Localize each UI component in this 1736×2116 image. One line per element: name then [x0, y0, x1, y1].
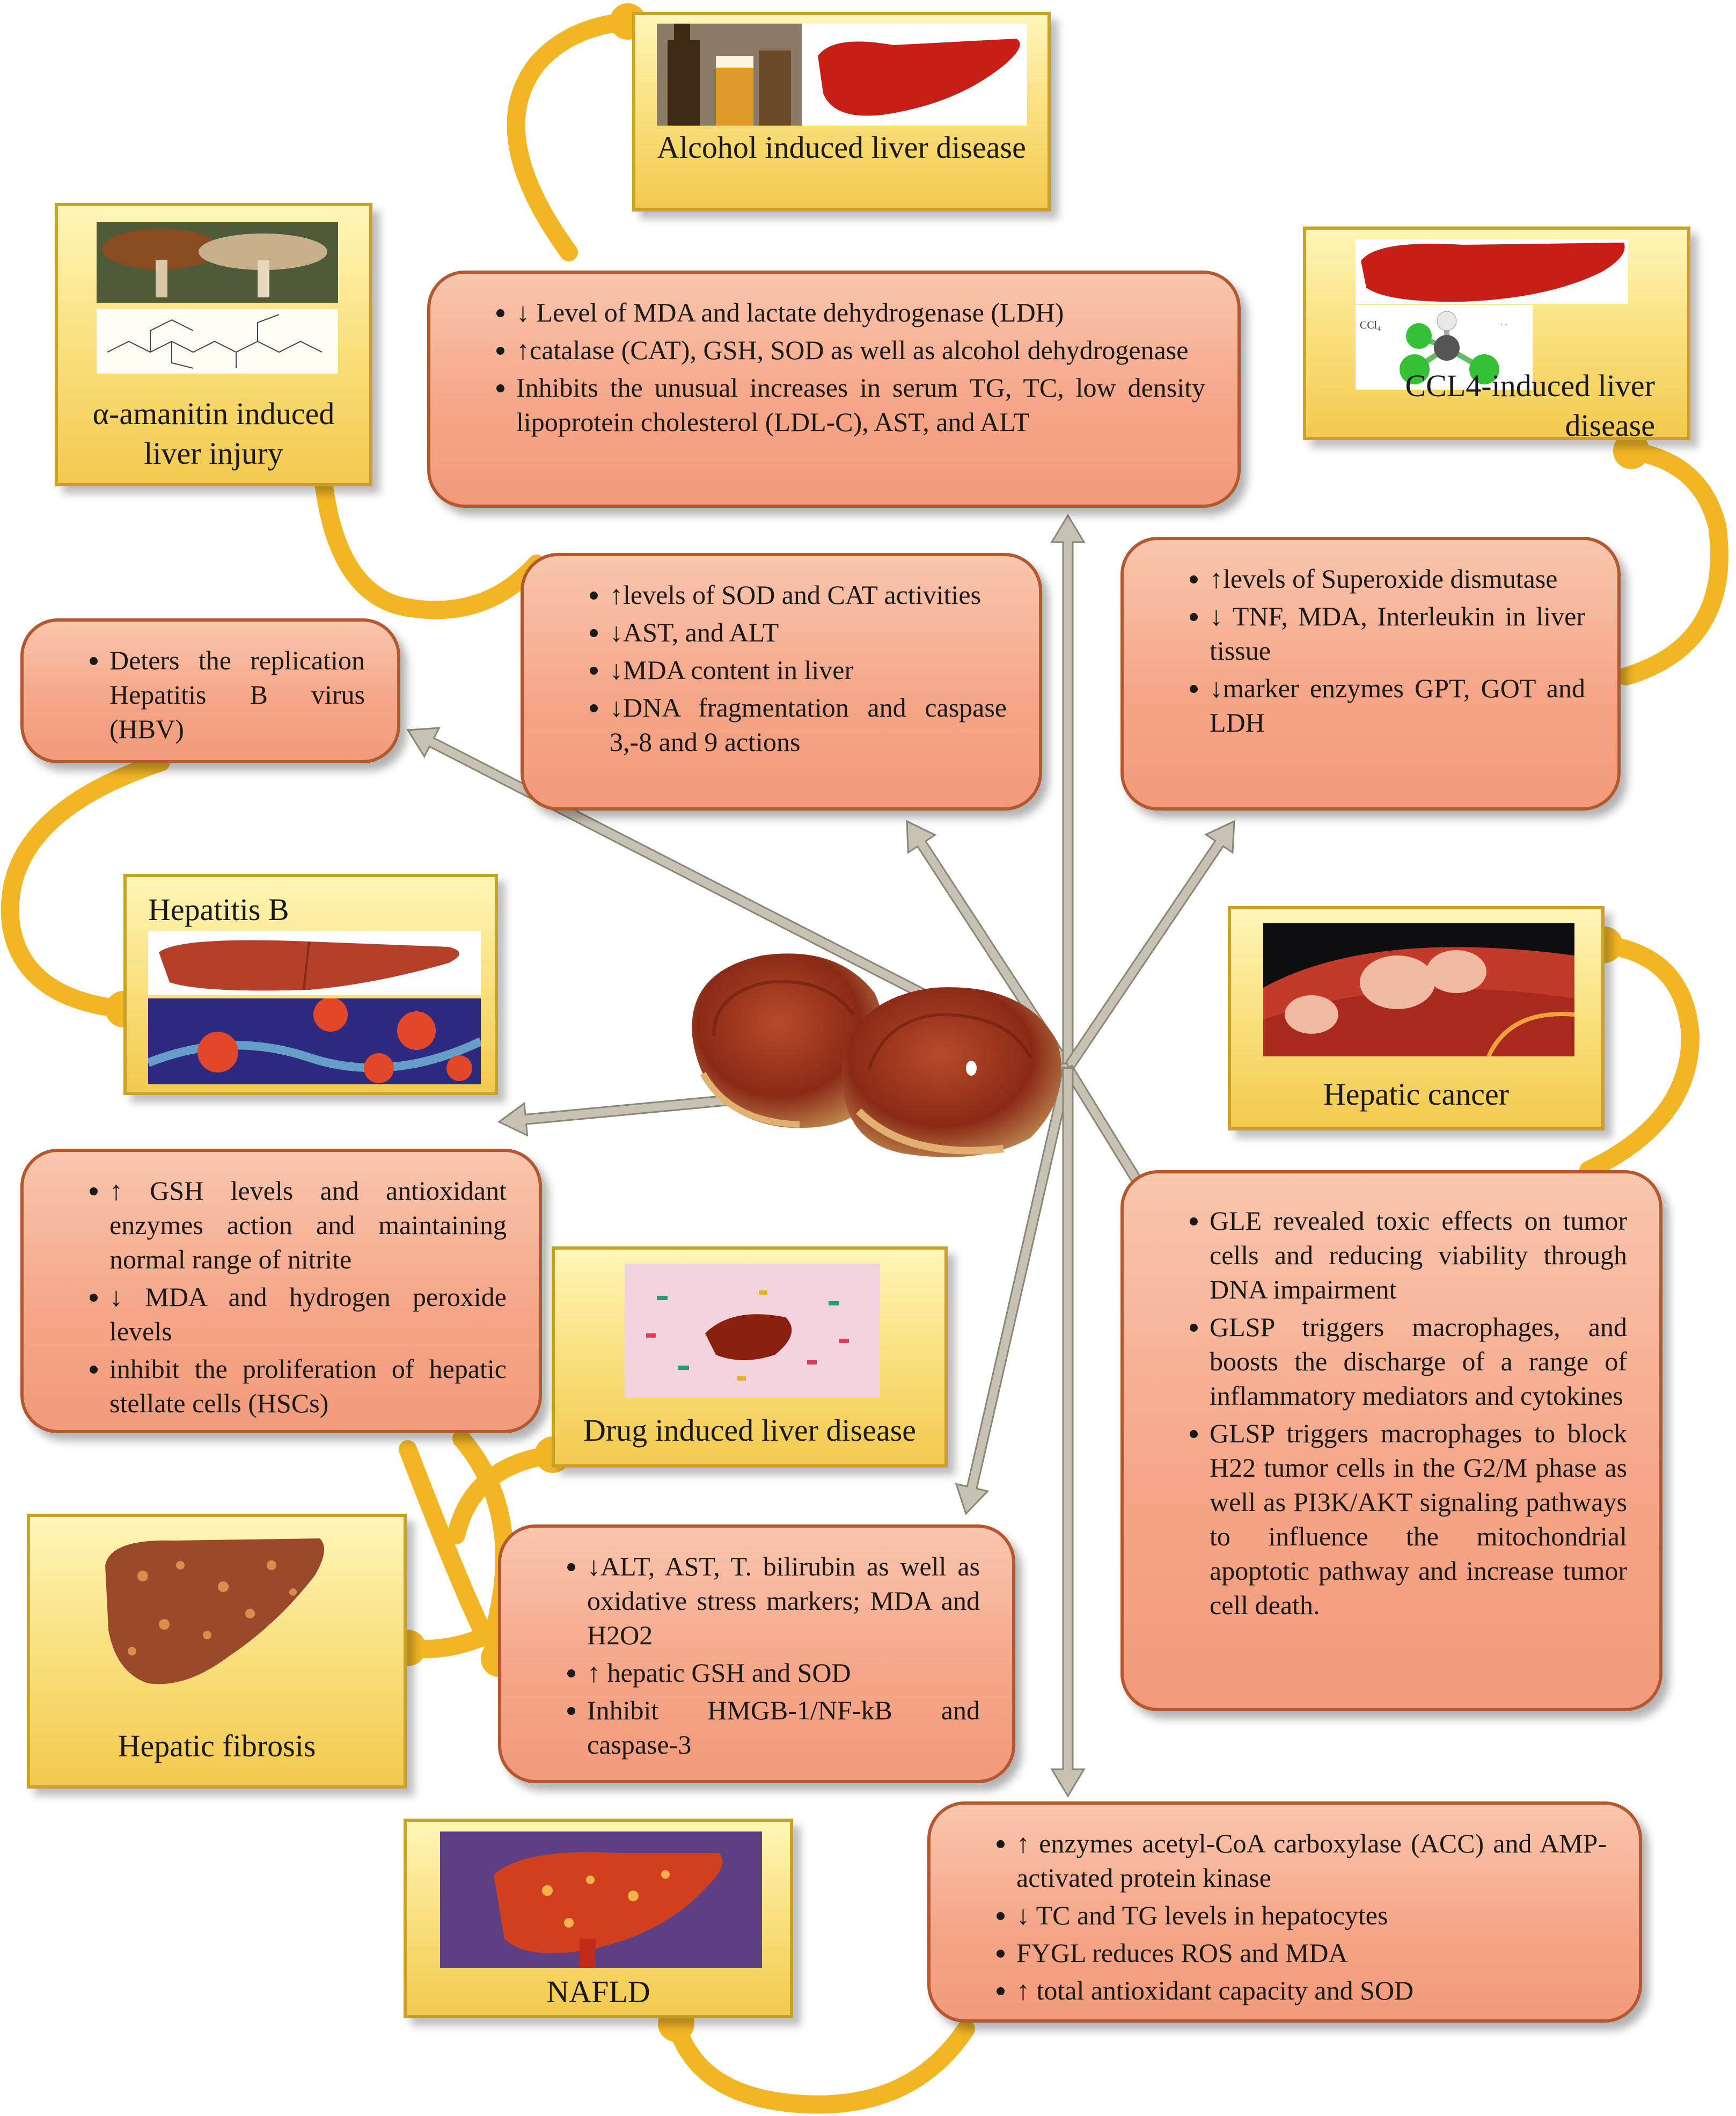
hepatitis-b-label: Hepatitis B: [148, 892, 289, 927]
ccl4-effects-box: ↑levels of Superoxide dismutase ↓ TNF, M…: [1120, 537, 1621, 811]
arrow-to-drug-effects: [955, 1066, 1074, 1515]
fibrosis-effects-list: ↑ GSH levels and antioxidant enzymes act…: [56, 1173, 507, 1420]
curved-arrow-hepatitis-b: [1, 753, 170, 1018]
curved-arrow-nafld: [667, 2015, 975, 2114]
list-item: ↓ MDA and hydrogen peroxide levels: [109, 1280, 507, 1348]
nafld-effects-list: ↑ enzymes acetyl-CoA carboxylase (ACC) a…: [963, 1826, 1607, 2008]
hepatitis-b-effects-list: Deters the replication Hepatitis B virus…: [56, 643, 365, 746]
hepatic-cancer-disease-box: Hepatic cancer: [1228, 906, 1605, 1130]
list-item: ↓ TNF, MDA, Interleukin in liver tissue: [1210, 599, 1585, 668]
list-item: Deters the replication Hepatitis B virus…: [109, 643, 365, 746]
fibrosis-disease-label: Hepatic fibrosis: [118, 1728, 316, 1763]
curved-arrow-ccl4: [1617, 442, 1728, 685]
list-item: FYGL reduces ROS and MDA: [1016, 1936, 1607, 1970]
list-item: ↑levels of SOD and CAT activities: [610, 578, 1007, 612]
list-item: inhibit the proliferation of hepatic ste…: [109, 1352, 507, 1420]
arrow-to-nafld-effects: [1050, 1067, 1086, 1798]
svg-text:· ·: · ·: [1500, 319, 1507, 328]
cancer-effects-list: GLE revealed toxic effects on tumor cell…: [1156, 1203, 1627, 1622]
hepatitis-liver-image: [148, 931, 481, 995]
hepatitis-b-disease-box: Hepatitis B: [123, 874, 498, 1095]
list-item: GLSP triggers macrophages to block H22 t…: [1210, 1416, 1627, 1622]
nafld-disease-label: NAFLD: [546, 1974, 650, 2009]
amanitin-structure: [97, 309, 338, 374]
cancer-effects-box: GLE revealed toxic effects on tumor cell…: [1120, 1170, 1662, 1711]
list-item: ↑ total antioxidant capacity and SOD: [1016, 1973, 1607, 2008]
list-item: ↓ TC and TG levels in hepatocytes: [1016, 1898, 1607, 1932]
alcohol-disease-box: Alcohol induced liver disease: [632, 12, 1051, 211]
amanitin-effects-box: ↑levels of SOD and CAT activities ↓AST, …: [521, 553, 1042, 811]
drug-image: [625, 1264, 880, 1398]
list-item: ↑ hepatic GSH and SOD: [587, 1655, 980, 1690]
amanitin-effects-list: ↑levels of SOD and CAT activities ↓AST, …: [556, 578, 1007, 759]
alcohol-disease-label: Alcohol induced liver disease: [657, 130, 1026, 165]
ganoderma-mushroom-image: [682, 934, 1079, 1170]
fibrosis-disease-box: Hepatic fibrosis: [27, 1514, 407, 1789]
tumor-icon: [1263, 923, 1574, 1056]
fibrosis-effects-box: ↑ GSH levels and antioxidant enzymes act…: [20, 1149, 542, 1433]
hepatitis-b-effects-box: Deters the replication Hepatitis B virus…: [20, 618, 400, 763]
alcohol-image: [657, 24, 1027, 126]
arrow-to-alcohol-effects: [1050, 514, 1086, 1069]
nafld-disease-box: NAFLD: [404, 1819, 793, 2018]
chemical-structure-icon: [107, 314, 323, 369]
liver-icon: [1361, 243, 1625, 302]
curved-arrow-cancer: [1579, 936, 1700, 1179]
list-item: ↓ Level of MDA and lactate dehydrogenase…: [516, 295, 1205, 330]
reishi-mushroom-icon: [692, 953, 1062, 1157]
ccl4-disease-label: CCL4-induced liver disease: [1405, 368, 1655, 443]
pills-and-liver-icon: [625, 1264, 880, 1398]
ccl4-molecule-icon: CCl₄ · ·: [1360, 311, 1507, 384]
liver-icon: [159, 940, 459, 991]
alcohol-effects-list: ↓ Level of MDA and lactate dehydrogenase…: [463, 295, 1205, 439]
curved-arrow-ccl4-head: [1613, 433, 1650, 469]
arrow-to-ccl4-effects: [1063, 820, 1235, 1072]
list-item: GLE revealed toxic effects on tumor cell…: [1210, 1203, 1627, 1307]
drug-disease-box: Drug induced liver disease: [552, 1246, 948, 1468]
amanitin-disease-label: α-amanitin induced liver injury: [92, 396, 335, 471]
virus-icon: [148, 998, 481, 1084]
ccl4-disease-box: CCl₄ · · CCL4-induced liver disease: [1303, 227, 1690, 443]
ccl4-effects-list: ↑levels of Superoxide dismutase ↓ TNF, M…: [1156, 561, 1585, 740]
list-item: ↑ enzymes acetyl-CoA carboxylase (ACC) a…: [1016, 1826, 1607, 1895]
fatty-liver-icon: [440, 1832, 762, 1968]
nafld-effects-box: ↑ enzymes acetyl-CoA carboxylase (ACC) a…: [927, 1801, 1642, 2023]
alcohol-effects-box: ↓ Level of MDA and lactate dehydrogenase…: [427, 271, 1241, 508]
list-item: Inhibit HMGB-1/NF-kB and caspase-3: [587, 1693, 980, 1762]
beer-and-liver-icon: [657, 24, 1020, 126]
list-item: Inhibits the unusual increases in serum …: [516, 370, 1205, 439]
drug-effects-list: ↓ALT, AST, T. bilirubin as well as oxida…: [533, 1549, 980, 1762]
list-item: ↓marker enzymes GPT, GOT and LDH: [1210, 671, 1585, 740]
cancer-image: [1263, 923, 1574, 1056]
hepatitis-virus-image: [148, 998, 481, 1084]
fibrosis-image: [100, 1533, 331, 1694]
drug-effects-box: ↓ALT, AST, T. bilirubin as well as oxida…: [498, 1524, 1015, 1783]
fibrotic-liver-icon: [105, 1538, 324, 1684]
ccl4-liver-image: [1356, 239, 1628, 304]
list-item: ↓MDA content in liver: [610, 653, 1007, 687]
list-item: ↓ALT, AST, T. bilirubin as well as oxida…: [587, 1549, 980, 1652]
list-item: ↓AST, and ALT: [610, 615, 1007, 650]
list-item: GLSP triggers macrophages, and boosts th…: [1210, 1310, 1627, 1413]
hepatic-cancer-label: Hepatic cancer: [1323, 1077, 1510, 1112]
curved-arrow-alcohol: [507, 12, 637, 261]
nafld-image: [440, 1832, 762, 1968]
list-item: ↑catalase (CAT), GSH, SOD as well as alc…: [516, 333, 1205, 367]
list-item: ↓DNA fragmentation and caspase 3,-8 and …: [610, 690, 1007, 759]
drug-disease-label: Drug induced liver disease: [583, 1413, 917, 1448]
ccl4-formula: CCl₄: [1360, 319, 1381, 331]
death-cap-mushroom-icon: [97, 222, 338, 303]
list-item: ↑ GSH levels and antioxidant enzymes act…: [109, 1173, 507, 1276]
mushroom-photo: [97, 222, 338, 303]
curved-arrow-amanitin: [313, 458, 546, 619]
list-item: ↑levels of Superoxide dismutase: [1210, 561, 1585, 596]
amanitin-disease-box: α-amanitin induced liver injury: [55, 203, 372, 486]
ccl4-molecule-image: CCl₄ · ·: [1356, 305, 1533, 390]
